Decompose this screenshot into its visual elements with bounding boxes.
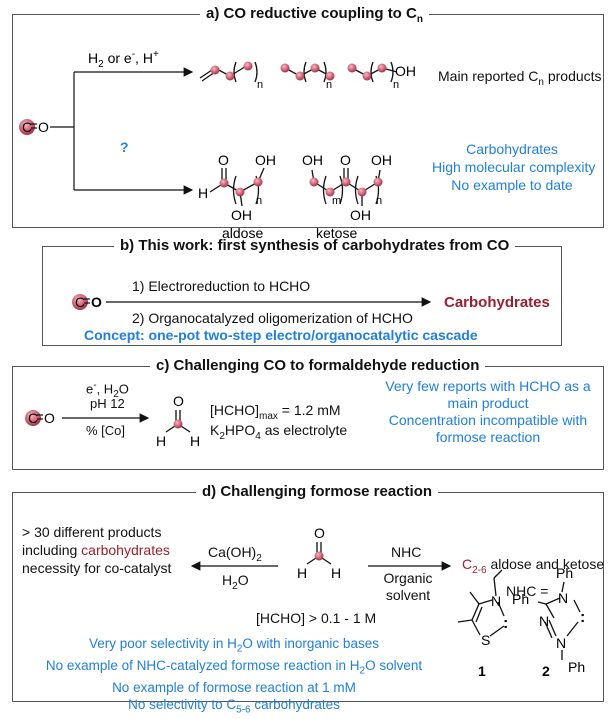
c26-products: C2-6 aldose and ketose [462,556,605,576]
svg-text:O: O [340,152,351,168]
svg-text:Ph: Ph [556,565,573,581]
concept-text: Concept: one-pot two-step electro/organo… [84,327,478,343]
svg-text::: : [580,609,585,626]
formose-products: > 30 different products including carboh… [22,524,172,576]
svg-text:N: N [558,590,568,606]
svg-text:OH: OH [231,207,252,223]
svg-text:n: n [393,79,399,91]
svg-text:C: C [75,294,85,310]
ketose-structure [311,168,381,206]
panel-d-title: d) Challenging formose reaction [196,483,439,500]
panel-a-title: a) CO reductive coupling to Cn [200,5,429,25]
svg-text:H: H [198,185,208,201]
svg-text:Ph: Ph [568,659,585,675]
condition-ph: pH 12 [90,396,125,411]
catalyst-1-label: 1 [478,663,486,679]
svg-text:OH: OH [255,152,276,168]
svg-text:N: N [539,613,549,629]
svg-text:O: O [91,294,102,310]
co-molecule-b: C O [72,294,102,310]
carbohydrates-product: Carbohydrates [444,294,550,311]
svg-text:m: m [332,195,341,207]
nhc-equals: NHC = [506,583,549,599]
svg-text:OH: OH [302,152,323,168]
svg-text:O: O [38,119,49,135]
solvent-label: Organic solvent [383,570,433,603]
formose-concentration: [HCHO] > 0.1 - 1 M [256,610,377,626]
co-molecule-c: C O [25,410,55,426]
carb-note: Carbohydrates High molecular complexity … [432,141,596,193]
svg-text:OH: OH [371,152,392,168]
alcohol-chain [351,61,398,83]
svg-text:n: n [326,79,332,91]
reagents-top: H2 or e-, H+ [88,49,159,70]
water-label: H2O [222,572,249,592]
co-molecule-a: C O [19,119,49,135]
nhc-label: NHC [391,544,422,560]
alkane-chain [284,61,331,83]
step-2: 2) Organocatalyzed oligomerization of HC… [132,310,413,326]
hcho-max: [HCHO]max = 1.2 mM [210,402,341,422]
svg-text:OH: OH [395,63,416,79]
svg-text:O: O [314,525,325,541]
svg-text:O: O [218,152,229,168]
svg-text:N: N [556,635,566,651]
base-label: Ca(OH)2 [208,544,262,564]
electrolyte: K2HPO4 as electrolyte [210,422,348,442]
formose-bullets: Very poor selectivity in H2O with inorga… [45,636,423,716]
svg-text:n: n [376,195,382,207]
svg-text:N: N [491,593,501,609]
nhc-1-structure [457,569,505,637]
svg-text:S: S [481,632,490,648]
svg-text:OH: OH [350,207,371,223]
svg-text:n: n [256,195,262,207]
question-mark: ? [120,139,129,155]
aldose-label: aldose [222,225,263,241]
panel-c-note: Very few reports with HCHO as a main pro… [385,378,591,445]
products-label: Main reported Cn products [438,68,602,88]
condition-catalyst: % [Co] [86,423,126,438]
svg-text:C: C [28,410,38,426]
svg-text:C: C [22,119,32,135]
nhc-2-structure [537,581,581,660]
condition-electrons: e-, H2O [86,380,129,400]
catalyst-2-label: 2 [542,663,550,679]
ketose-label: ketose [316,225,357,241]
svg-text:O: O [44,410,55,426]
svg-text:H: H [297,565,307,581]
panel-b-title: b) This work: first synthesis of carbohy… [114,237,516,254]
svg-text::: : [503,615,508,632]
svg-text:H: H [190,433,200,449]
step-1: 1) Electroreduction to HCHO [132,278,311,294]
panel-c-title: c) Challenging CO to formaldehyde reduct… [150,357,486,374]
svg-text:H: H [331,565,341,581]
svg-text:Ph: Ph [512,591,529,607]
svg-text:O: O [173,393,184,409]
svg-text:n: n [257,79,263,91]
svg-text:H: H [156,433,166,449]
